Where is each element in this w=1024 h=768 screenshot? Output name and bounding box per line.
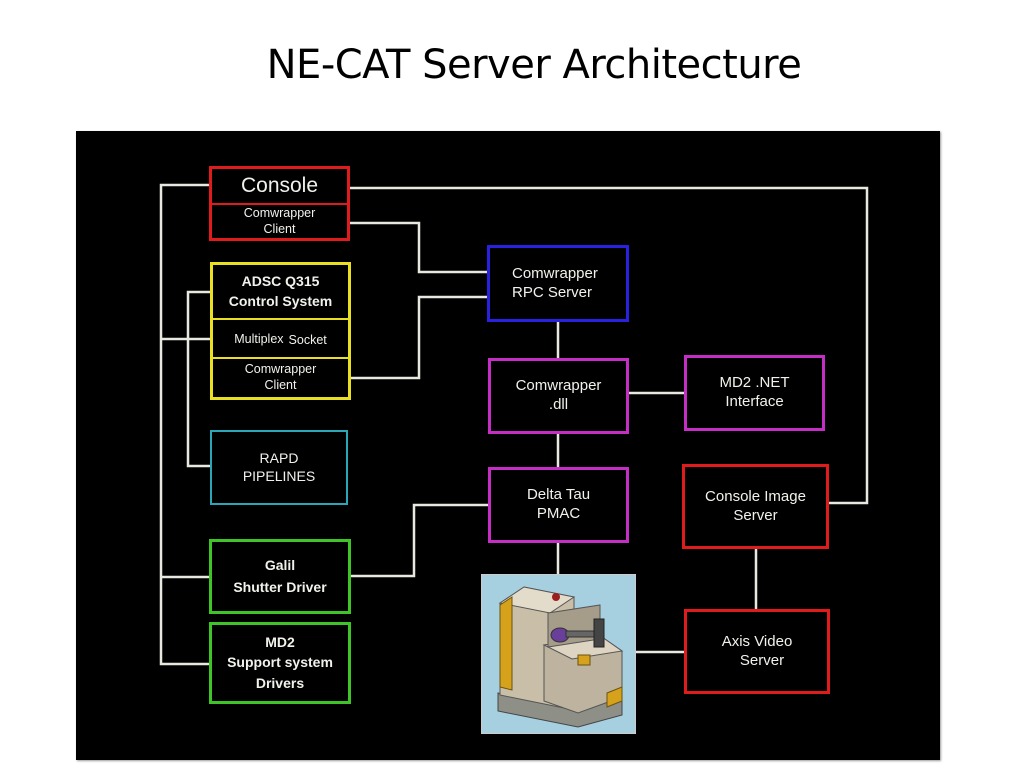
axis-video-server-box: Axis Video Server: [684, 609, 830, 694]
adsc-title-section: ADSC Q315 Control System: [213, 265, 348, 320]
adsc-client-line-2: Client: [264, 378, 297, 392]
deltatau-line-2: PMAC: [536, 505, 581, 522]
galil-line-1: Galil: [264, 557, 296, 573]
console-title: Console: [240, 174, 319, 197]
rapd-line-1: RAPD: [259, 450, 299, 466]
adsc-socket-label: Socket: [288, 333, 327, 347]
adsc-multiplex-section: Multiplex Socket: [213, 320, 348, 359]
console-image-server-box: Console Image Server: [682, 464, 829, 549]
adsc-title-line-1: ADSC Q315: [241, 273, 320, 289]
imgserver-line-1: Console Image: [705, 487, 806, 505]
console-client-line-2: Client: [263, 221, 296, 236]
rpc-line-1: Comwrapper: [512, 264, 598, 282]
adsc-client-section: Comwrapper Client: [213, 359, 348, 397]
console-client-line-1: Comwrapper: [243, 205, 316, 220]
galil-line-2: Shutter Driver: [233, 578, 327, 595]
axis-line-2: Server: [739, 651, 785, 669]
adsc-box: ADSC Q315 Control System Multiplex Socke…: [210, 262, 351, 400]
dll-line-1: Comwrapper: [515, 377, 602, 395]
adsc-multiplex-label: Multiplex: [234, 331, 284, 346]
adsc-client-line-1: Comwrapper: [244, 362, 317, 377]
dll-line-2: .dll: [548, 396, 569, 413]
axis-line-1: Axis Video: [721, 632, 793, 650]
imgserver-line-2: Server: [733, 506, 778, 524]
md2-machine-image: [481, 574, 636, 734]
rapd-box: RAPD PIPELINES: [210, 430, 348, 505]
md2-support-box: MD2 Support system Drivers: [209, 622, 351, 704]
galil-box: Galil Shutter Driver: [209, 539, 351, 614]
md2net-line-1: MD2 .NET: [719, 374, 790, 392]
comwrapper-dll-box: Comwrapper .dll: [488, 358, 629, 434]
delta-tau-box: Delta Tau PMAC: [488, 467, 629, 543]
md2-net-box: MD2 .NET Interface: [684, 355, 825, 431]
adsc-title-line-2: Control System: [228, 292, 333, 309]
md2-support-line-1: MD2: [265, 633, 295, 650]
md2net-line-2: Interface: [725, 393, 784, 410]
md2-support-line-3: Drivers: [255, 674, 305, 691]
md2-support-line-2: Support system: [227, 654, 333, 671]
rapd-line-2: PIPELINES: [242, 467, 316, 484]
rpc-server-box: Comwrapper RPC Server: [487, 245, 629, 322]
console-client-section: Comwrapper Client: [212, 205, 347, 238]
diffractometer-icon: [497, 586, 624, 728]
console-box: Console Comwrapper Client: [209, 166, 350, 241]
console-title-section: Console: [212, 169, 347, 205]
rpc-line-2: RPC Server: [512, 283, 593, 301]
deltatau-line-1: Delta Tau: [526, 486, 591, 504]
slide-title: NE-CAT Server Architecture: [266, 42, 802, 88]
